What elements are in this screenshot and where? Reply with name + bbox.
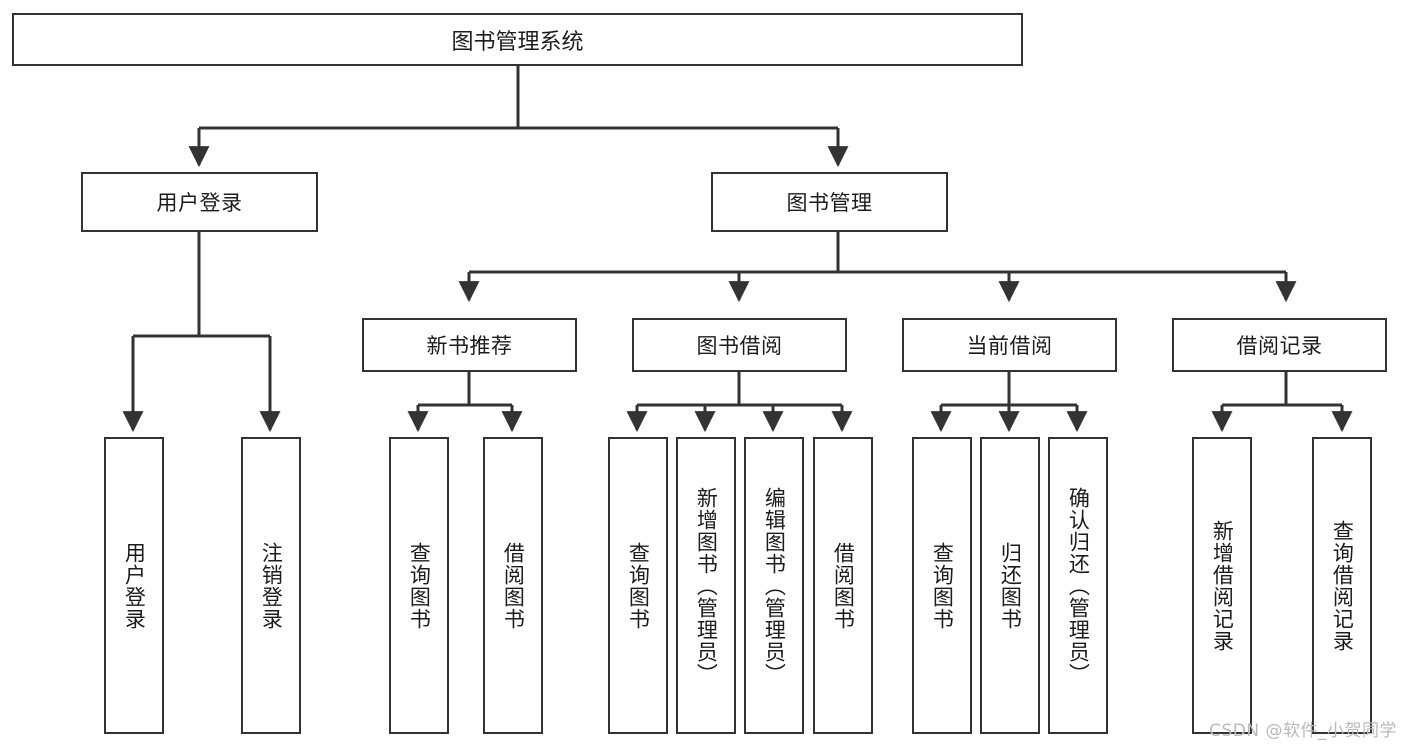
leaf-edit-book[interactable]: 编辑图书（管理员） [744, 437, 804, 734]
leaf-confirm-return-label: 确认归还（管理员） [1066, 486, 1091, 685]
leaf-return-book[interactable]: 归还图书 [980, 437, 1040, 734]
node-book-borrow-label: 图书借阅 [696, 334, 783, 358]
leaf-query-record[interactable]: 查询借阅记录 [1312, 437, 1372, 734]
leaf-query-book-2-label: 查询图书 [626, 541, 651, 630]
node-user-login[interactable]: 用户登录 [81, 172, 318, 232]
leaf-query-book-1[interactable]: 查询图书 [389, 437, 449, 734]
node-root-label: 图书管理系统 [451, 29, 584, 55]
leaf-return-book-label: 归还图书 [998, 541, 1023, 630]
leaf-query-book-2[interactable]: 查询图书 [608, 437, 668, 734]
leaf-add-record-label: 新增借阅记录 [1210, 519, 1235, 652]
node-root[interactable]: 图书管理系统 [12, 13, 1023, 66]
node-book-borrow[interactable]: 图书借阅 [632, 318, 847, 372]
leaf-add-record[interactable]: 新增借阅记录 [1192, 437, 1252, 734]
watermark: CSDN @软件_小贺同学 [1209, 721, 1397, 741]
leaf-confirm-return[interactable]: 确认归还（管理员） [1048, 437, 1108, 734]
leaf-edit-book-label: 编辑图书（管理员） [762, 486, 787, 685]
node-book-manage[interactable]: 图书管理 [711, 172, 948, 232]
leaf-query-book-3[interactable]: 查询图书 [912, 437, 972, 734]
node-new-book-rec[interactable]: 新书推荐 [362, 318, 577, 372]
node-current-borrow[interactable]: 当前借阅 [902, 318, 1117, 372]
leaf-borrow-book-1-label: 借阅图书 [501, 541, 526, 630]
leaf-borrow-book-2[interactable]: 借阅图书 [813, 437, 873, 734]
leaf-query-book-3-label: 查询图书 [930, 541, 955, 630]
leaf-borrow-book-1[interactable]: 借阅图书 [483, 437, 543, 734]
node-new-book-rec-label: 新书推荐 [426, 334, 513, 358]
leaf-query-record-label: 查询借阅记录 [1330, 519, 1355, 652]
leaf-user-login-label: 用户登录 [122, 541, 147, 630]
node-borrow-record[interactable]: 借阅记录 [1172, 318, 1387, 372]
node-user-login-label: 用户登录 [156, 191, 243, 215]
node-book-manage-label: 图书管理 [786, 191, 873, 215]
node-current-borrow-label: 当前借阅 [966, 334, 1053, 358]
leaf-user-login[interactable]: 用户登录 [104, 437, 164, 734]
leaf-logout-label: 注销登录 [259, 541, 284, 630]
leaf-add-book[interactable]: 新增图书（管理员） [676, 437, 736, 734]
leaf-logout[interactable]: 注销登录 [241, 437, 301, 734]
leaf-add-book-label: 新增图书（管理员） [694, 486, 719, 685]
node-borrow-record-label: 借阅记录 [1236, 334, 1323, 358]
leaf-borrow-book-2-label: 借阅图书 [831, 541, 856, 630]
leaf-query-book-1-label: 查询图书 [407, 541, 432, 630]
